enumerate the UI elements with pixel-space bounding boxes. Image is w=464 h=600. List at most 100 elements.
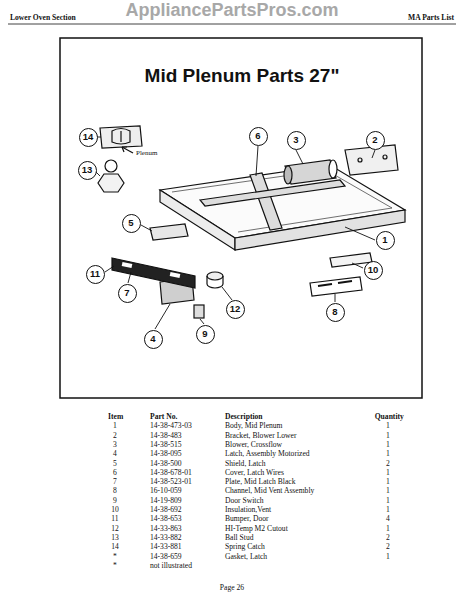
drawing (8, 24, 456, 398)
callout-text: 9 (202, 329, 207, 339)
table-header: Item (108, 413, 123, 421)
callout-text: 14 (83, 132, 94, 142)
callout-text: 8 (332, 307, 337, 317)
callout-text: 3 (293, 135, 298, 145)
drawing-stroke (284, 166, 292, 184)
callout-text: 5 (128, 218, 133, 228)
drawing-stroke (200, 180, 345, 206)
table-cell: 11 (111, 515, 118, 523)
table-cell: 14-33-882 (150, 534, 182, 542)
callout-number: 10 (364, 261, 383, 280)
drawing-stroke (372, 150, 375, 158)
drawing-stroke (155, 304, 170, 329)
table-cell: Channel, Mid Vent Assembly (225, 487, 314, 495)
table-cell: 14-38-515 (150, 441, 182, 449)
drawing-stroke (318, 281, 352, 286)
drawing-stroke (141, 225, 152, 231)
drawing-stroke (97, 137, 101, 138)
table-cell: 1 (386, 525, 390, 533)
table-cell: 4 (386, 515, 390, 523)
callout-number: 2 (366, 131, 385, 150)
table-cell: 14-38-095 (150, 450, 182, 458)
callout-text: 12 (230, 304, 241, 314)
table-cell: 14-33-881 (150, 543, 182, 551)
callout-text: 1 (382, 235, 387, 245)
drawing-stroke (112, 129, 130, 145)
drawing-stroke (345, 145, 398, 175)
table-cell: Ball Stud (225, 534, 253, 542)
drawing-stroke (194, 305, 204, 318)
table-cell: Latch, Assembly Motorized (225, 450, 310, 458)
drawing-stroke (122, 147, 127, 152)
drawing-stroke (100, 126, 142, 148)
callout-number: 4 (144, 330, 163, 349)
table-cell: * (113, 553, 117, 561)
table-cell: Door Switch (225, 497, 264, 505)
table-cell: Insulation,Vent (225, 506, 271, 514)
drawing-stroke (96, 137, 375, 329)
table-cell: 1 (386, 487, 390, 495)
table-cell: Spring Catch (225, 543, 265, 551)
table-cell: 13 (111, 534, 119, 542)
table-cell: 14-38-659 (150, 553, 182, 561)
drawing-stroke (285, 160, 336, 184)
table-cell: Plate, Mid Latch Black (225, 478, 295, 486)
page-number: Page 26 (220, 584, 244, 592)
callout-number: 13 (78, 161, 97, 180)
drawing-stroke (8, 24, 456, 25)
drawing-stroke (120, 131, 121, 142)
table-cell: 2 (386, 543, 390, 551)
table-cell: 14 (111, 543, 119, 551)
table-cell: 14-38-678-01 (150, 469, 192, 477)
page-title: Mid Plenum Parts 27" (145, 66, 340, 85)
table-cell: 4 (113, 450, 117, 458)
table-cell: 2 (386, 460, 390, 468)
drawing-stroke (358, 158, 362, 162)
table-cell: 2 (386, 534, 390, 542)
table-cell: 14-38-500 (150, 460, 182, 468)
drawing-stroke (200, 319, 204, 324)
table-cell: HI-Temp M2 Cutout (225, 525, 288, 533)
table-cell: Blower, Crossflow (225, 441, 282, 449)
drawing-stroke (329, 160, 337, 178)
watermark: AppliancePartsPros.com (125, 1, 338, 19)
drawing-stroke (345, 227, 375, 240)
drawing-stroke (122, 262, 133, 268)
drawing-stroke (105, 266, 114, 272)
table-cell: 1 (386, 422, 390, 430)
table-cell: 14-38-473-03 (150, 422, 192, 430)
drawing-stroke (105, 160, 117, 172)
callout-text: 4 (150, 334, 155, 344)
callout-text: 10 (368, 265, 379, 275)
table-header: Part No. (150, 413, 177, 421)
table-cell: Cover, Latch Wires (225, 469, 284, 477)
table-cell: Shield, Latch (225, 460, 266, 468)
table-cell: Body, Mid Plenum (225, 422, 283, 430)
table-cell: 1 (386, 497, 390, 505)
callout-text: 13 (82, 165, 93, 175)
table-cell: Bumper, Door (225, 515, 269, 523)
drawing-stroke (296, 150, 303, 164)
drawing-stroke (235, 210, 405, 250)
drawing-stroke (335, 294, 336, 302)
section-header: Lower Oven Section (10, 14, 76, 22)
table-cell: 14-33-863 (150, 525, 182, 533)
table-cell: 14-38-653 (150, 515, 182, 523)
drawing-stroke (150, 224, 188, 240)
table-cell: 3 (113, 441, 117, 449)
callout-number: 14 (79, 128, 98, 147)
table-cell: 14-38-523-01 (150, 478, 192, 486)
table-cell: 6 (113, 469, 117, 477)
table-cell: * (113, 562, 117, 570)
table-header: Quantity (375, 413, 404, 421)
drawing-stroke (172, 170, 392, 232)
table-cell: 14-19-809 (150, 497, 182, 505)
callout-text: 2 (372, 135, 377, 145)
table-header: Description (225, 413, 263, 421)
drawing-stroke (170, 272, 181, 278)
callout-number: 12 (226, 300, 245, 319)
table-cell: Bracket, Blower Lower (225, 432, 296, 440)
callout-text: 6 (255, 131, 260, 141)
callout-number: 8 (326, 303, 345, 322)
table-cell: 1 (386, 553, 390, 561)
